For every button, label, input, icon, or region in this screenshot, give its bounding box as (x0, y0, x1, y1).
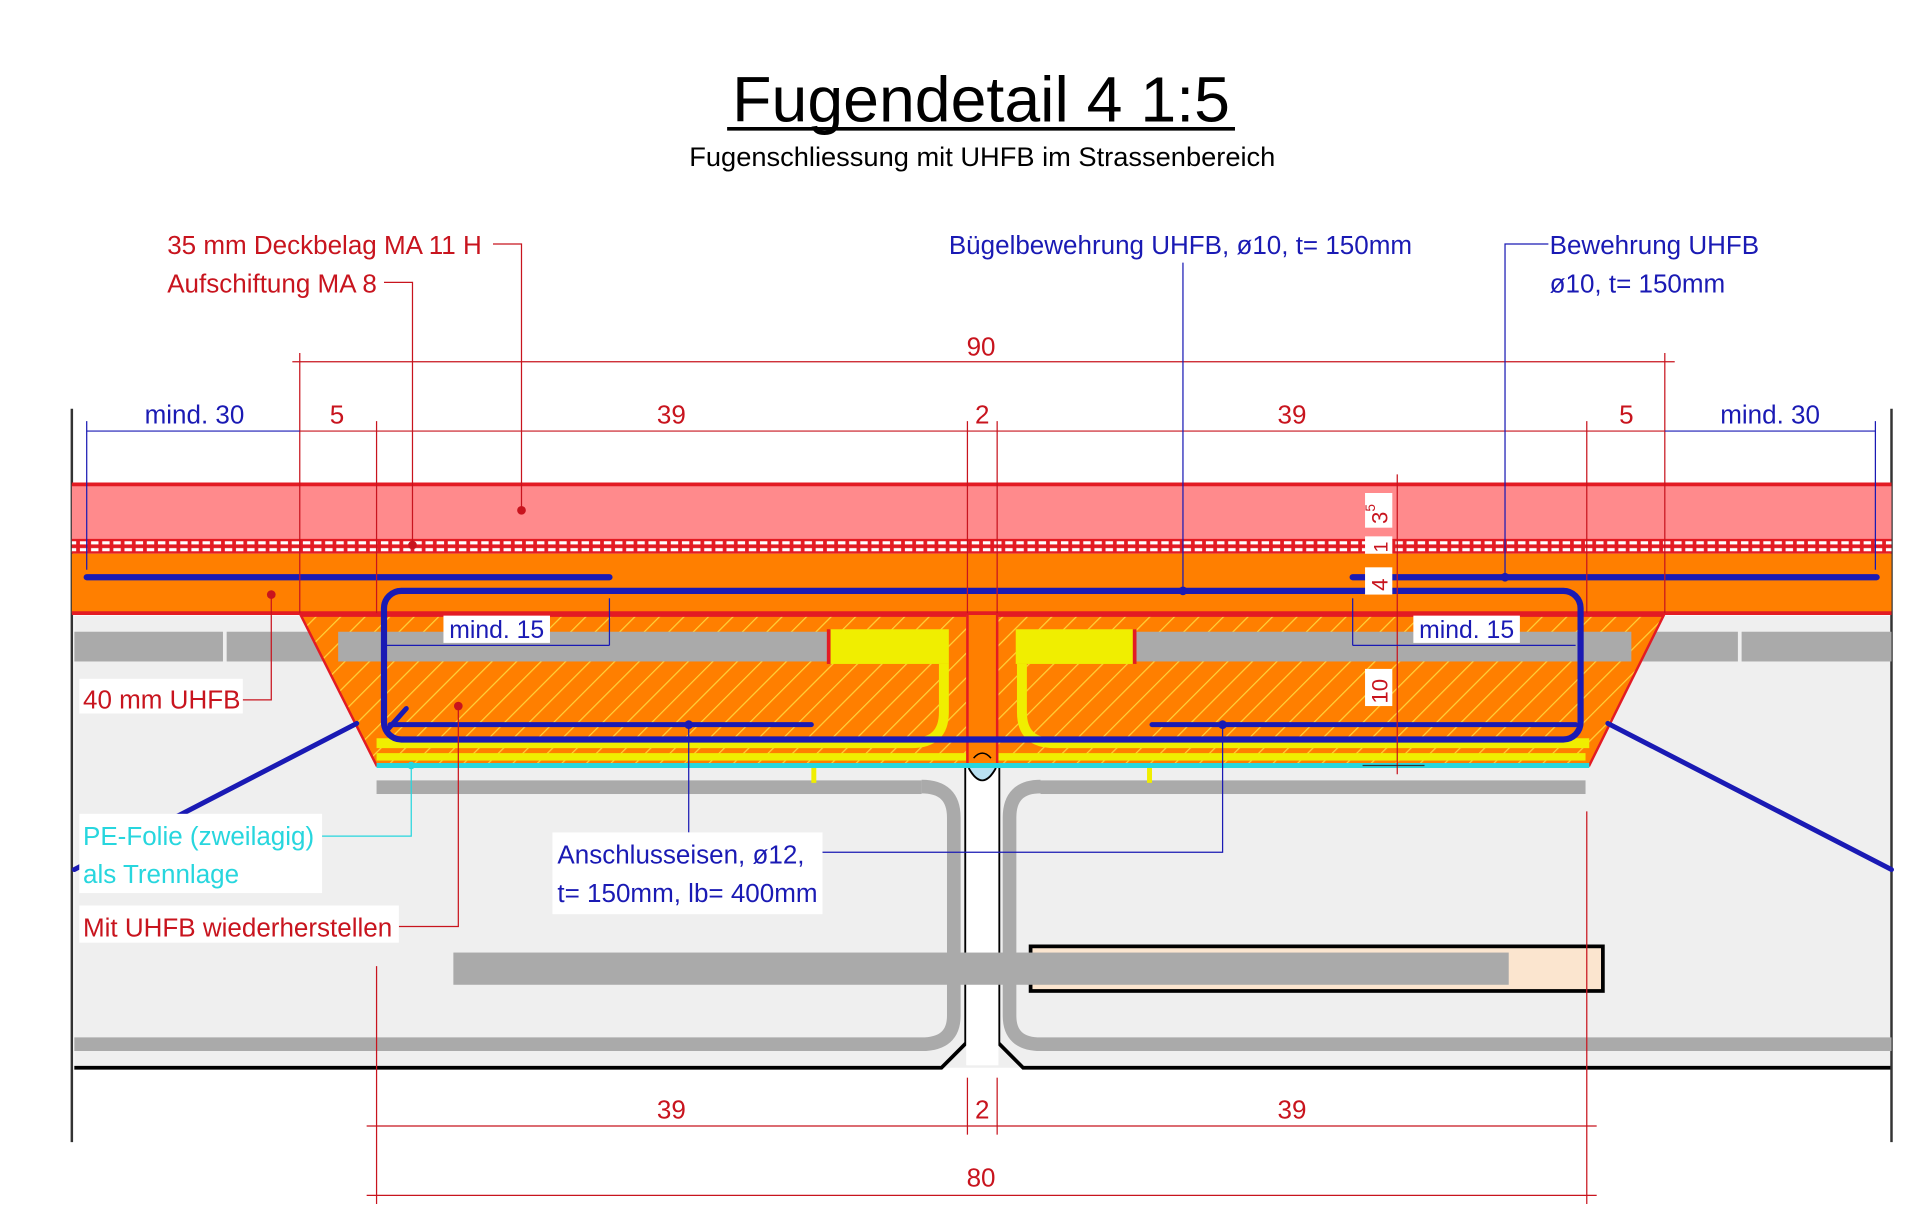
leader-lines (242, 243, 1549, 928)
label-wiederherstellen: Mit UHFB wiederherstellen (83, 912, 392, 942)
dim-5-right: 5 (1619, 400, 1633, 430)
dim-mind30-right: mind. 30 (1720, 400, 1820, 430)
leader-dots (266, 506, 1510, 770)
dim-v-35-sup: 5 (1363, 504, 1378, 512)
label-pe-folie-1: PE-Folie (zweilagig) (83, 821, 314, 851)
dim-v-1: 1 (1370, 541, 1392, 552)
dim-mind15-left: mind. 15 (449, 617, 544, 644)
dim-bottom-39-right: 39 (1278, 1095, 1307, 1125)
drawing-title: Fugendetail 4 1:5 (732, 63, 1230, 135)
label-aufschiftung: Aufschiftung MA 8 (167, 268, 377, 298)
joint-gap (966, 613, 999, 782)
dim-bottom-2: 2 (975, 1095, 989, 1125)
label-anschlusseisen-1: Anschlusseisen, ø12, (557, 839, 804, 869)
label-buegelbewehrung: Bügelbewehrung UHFB, ø10, t= 150mm (949, 230, 1412, 260)
dim-39-left: 39 (657, 400, 686, 430)
dim-bottom-total-80: 80 (967, 1163, 996, 1193)
pavement-layers (71, 482, 1892, 616)
dim-v-35: 3 (1367, 512, 1392, 524)
dim-mind30-left: mind. 30 (145, 400, 245, 430)
label-bewehrung-2: ø10, t= 150mm (1550, 268, 1726, 298)
dim-total-90: 90 (967, 332, 996, 362)
label-deckbelag: 35 mm Deckbelag MA 11 H (167, 230, 482, 260)
dim-5-left: 5 (330, 400, 344, 430)
dim-v-10: 10 (1367, 679, 1392, 704)
dim-mind15-right: mind. 15 (1419, 617, 1514, 644)
dim-bottom-39-left: 39 (657, 1095, 686, 1125)
bottom-dimensions (366, 811, 1597, 1205)
dim-v-4: 4 (1367, 578, 1392, 590)
label-uhfb-40mm: 40 mm UHFB (83, 685, 240, 715)
drawing-subtitle: Fugenschliessung mit UHFB im Strassenber… (689, 141, 1275, 172)
vertical-dimension-labels: 3 5 1 4 10 (1363, 493, 1392, 707)
label-bewehrung-1: Bewehrung UHFB (1550, 230, 1760, 260)
label-anschlusseisen-2: t= 150mm, lb= 400mm (557, 878, 817, 908)
dim-2-top: 2 (975, 400, 989, 430)
label-pe-folie-2: als Trennlage (83, 859, 239, 889)
dim-39-right: 39 (1278, 400, 1307, 430)
top-dimensions (292, 353, 1675, 775)
mind30-dimension-lines (86, 421, 1877, 646)
